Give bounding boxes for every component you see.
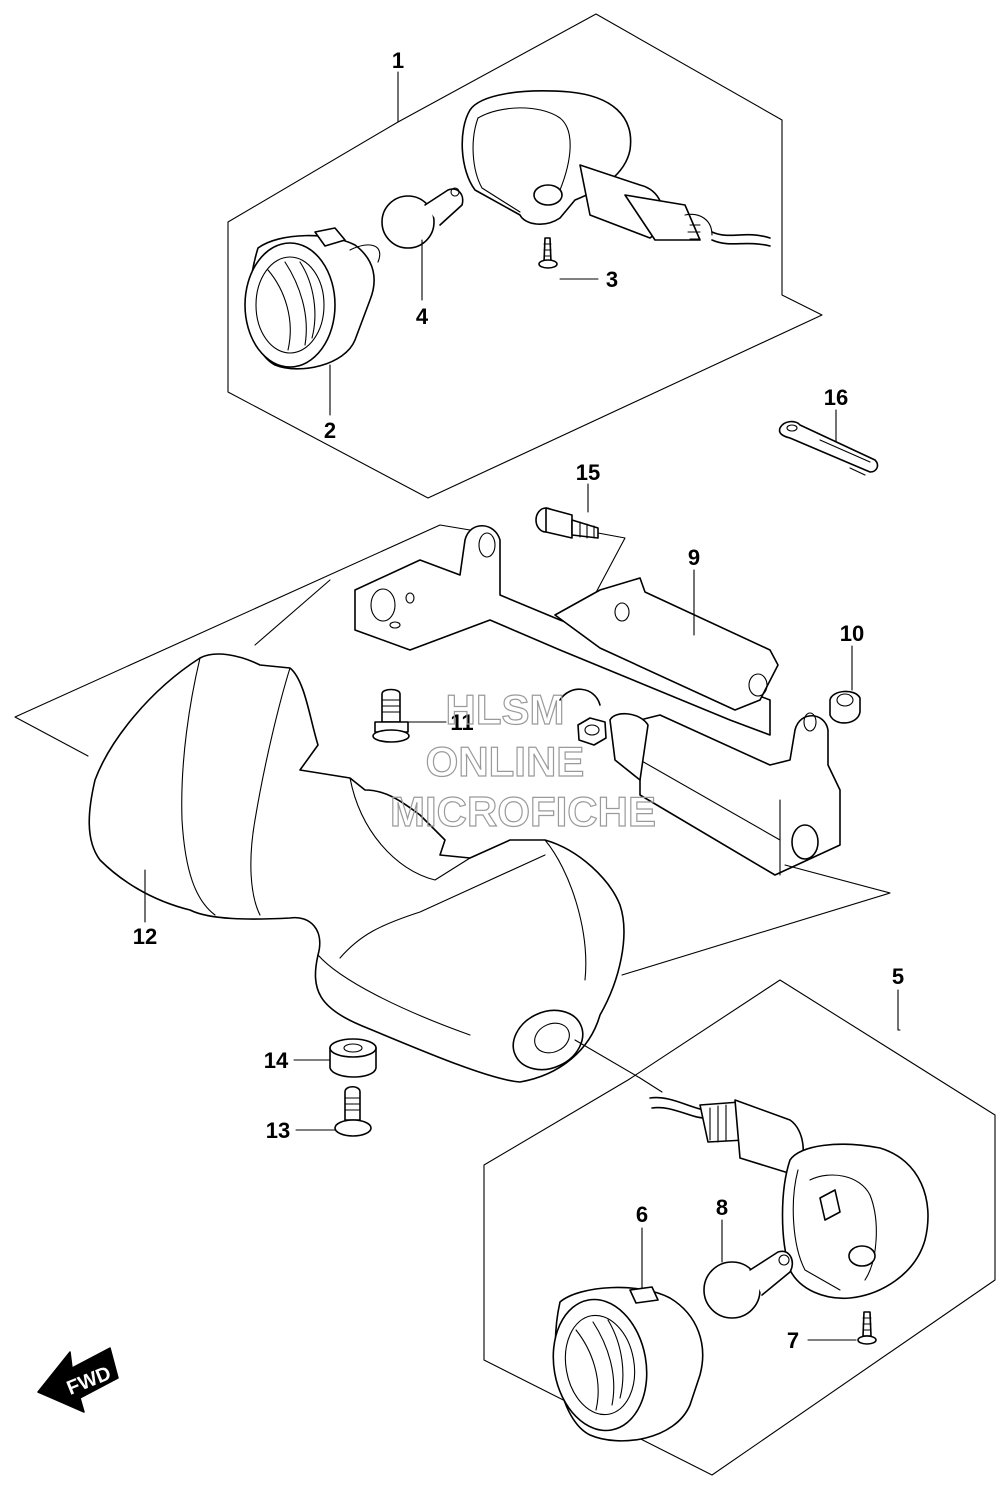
leader-15-target <box>591 532 626 601</box>
callout-2: 2 <box>324 418 336 443</box>
lens-2 <box>244 227 381 370</box>
callout-11: 11 <box>450 710 473 735</box>
rear-cover-12 <box>14 524 891 1083</box>
callout-15: 15 <box>576 460 600 485</box>
callout-5: 5 <box>892 964 904 989</box>
turn-signal-housing <box>461 90 771 247</box>
callout-9: 9 <box>688 545 700 570</box>
clamp-16 <box>778 420 879 476</box>
callout-1: 1 <box>392 48 404 73</box>
callout-7: 7 <box>787 1328 799 1353</box>
callout-6: 6 <box>636 1202 648 1227</box>
guide-12c <box>621 864 891 976</box>
watermark-line-3: MICROFICHE <box>390 788 656 835</box>
bolt-11 <box>372 688 410 743</box>
bracket-9 <box>354 525 841 876</box>
guide-12b <box>254 579 331 646</box>
callout-13: 13 <box>266 1118 290 1143</box>
screw-3 <box>538 237 558 269</box>
callout-12: 12 <box>133 924 157 949</box>
watermark-line-2: ONLINE <box>426 738 585 785</box>
bulb-4 <box>381 187 464 249</box>
callout-16: 16 <box>824 385 848 410</box>
front-right-turn-signal-assembly <box>483 979 996 1476</box>
callout-3: 3 <box>606 267 618 292</box>
callout-14: 14 <box>264 1048 289 1073</box>
assembly-outline-5 <box>483 979 996 1476</box>
bolt-13 <box>334 1085 372 1137</box>
assembly-outline-1 <box>227 13 823 499</box>
callout-10: 10 <box>840 621 864 646</box>
forward-arrow-icon: FWD <box>37 1347 119 1413</box>
lens-6 <box>552 1286 704 1442</box>
watermark-line-1: HLSM <box>446 686 565 733</box>
callout-labels: 1 2 3 4 5 6 7 8 9 10 11 12 13 14 15 16 <box>133 48 904 1353</box>
guide-5 <box>574 1039 663 1093</box>
bulb-8 <box>703 1250 794 1319</box>
cushion-10 <box>829 690 861 724</box>
callout-8: 8 <box>716 1195 728 1220</box>
guide-12 <box>14 524 471 757</box>
watermark: HLSM ONLINE MICROFICHE <box>389 685 656 835</box>
screw-7 <box>857 1311 877 1345</box>
front-left-turn-signal-assembly <box>227 13 823 499</box>
callout-4: 4 <box>416 304 429 329</box>
cushion-14 <box>329 1038 377 1078</box>
bolt-15 <box>535 507 599 539</box>
